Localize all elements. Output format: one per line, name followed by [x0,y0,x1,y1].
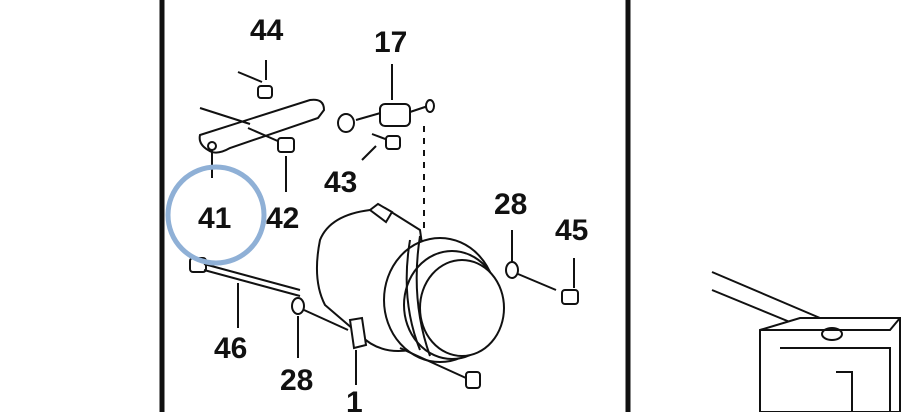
label-43: 43 [324,166,357,199]
label-17: 17 [374,26,407,59]
label-44: 44 [250,14,284,47]
lower-nut [399,347,481,389]
washer-28-lower [291,297,349,358]
bolt-43 [361,133,401,161]
bolt-45 [561,258,579,305]
long-bolt-46 [189,257,301,328]
washer-28-upper [505,230,557,291]
label-28-lower: 28 [280,364,313,397]
label-46: 46 [214,332,247,365]
bracket-part [198,98,326,178]
adjacent-panel-drawing [711,271,901,412]
label-1: 1 [346,386,363,412]
highlight-circle [165,164,267,266]
bolt-44 [237,60,273,99]
label-41: 41 [198,202,231,235]
fitting-17 [337,64,435,232]
compressor-part [316,202,505,385]
label-42: 42 [266,202,299,235]
bolt-42 [247,127,295,192]
panel-frame [159,0,631,412]
label-45: 45 [555,214,588,247]
label-28-upper: 28 [494,188,527,221]
